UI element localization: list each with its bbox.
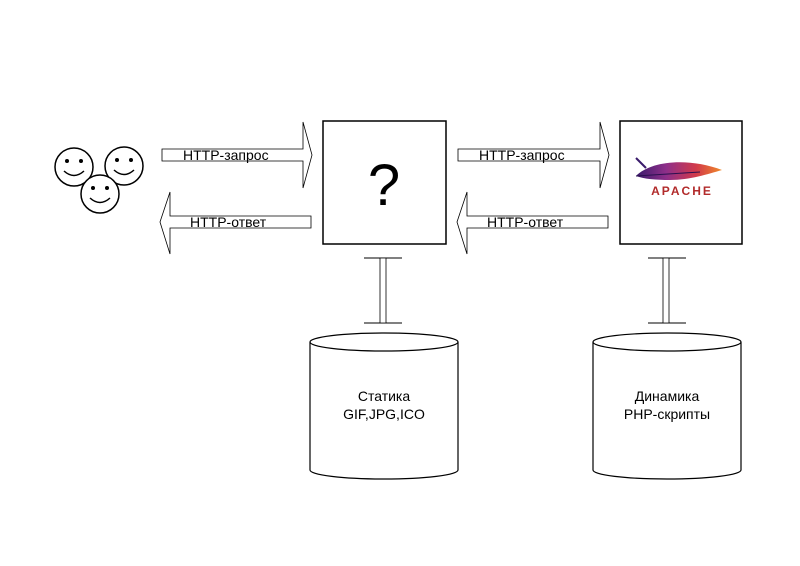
http-response-label: HTTP-ответ	[190, 214, 267, 230]
http-response-arrow-right: HTTP-ответ	[456, 191, 609, 255]
static-storage-cylinder: Статика GIF,JPG,ICO	[309, 332, 459, 480]
connector-dynamic	[648, 257, 686, 324]
http-request-arrow-left: HTTP-запрос	[161, 121, 313, 189]
smiley-icon	[104, 146, 144, 186]
static-storage-title: Статика	[358, 388, 411, 404]
http-response-label: HTTP-ответ	[487, 214, 564, 230]
http-request-label: HTTP-запрос	[183, 147, 269, 163]
apache-server-box: APACHE	[619, 120, 743, 245]
dynamic-storage-cylinder: Динамика PHP-скрипты	[592, 332, 742, 480]
connector-static	[364, 257, 402, 324]
static-storage-formats: GIF,JPG,ICO	[343, 406, 425, 422]
http-request-arrow-right: HTTP-запрос	[457, 121, 610, 189]
unknown-server-box: ?	[322, 120, 447, 245]
smiley-icon	[54, 147, 94, 187]
apache-feather-icon	[635, 157, 722, 180]
question-mark: ?	[368, 153, 400, 218]
users-group	[54, 146, 144, 214]
apache-logo-text: APACHE	[651, 184, 713, 198]
http-response-arrow-left: HTTP-ответ	[159, 191, 312, 255]
dynamic-storage-scripts: PHP-скрипты	[624, 406, 710, 422]
smiley-icon	[80, 174, 120, 214]
dynamic-storage-title: Динамика	[635, 388, 700, 404]
http-request-label: HTTP-запрос	[479, 147, 565, 163]
